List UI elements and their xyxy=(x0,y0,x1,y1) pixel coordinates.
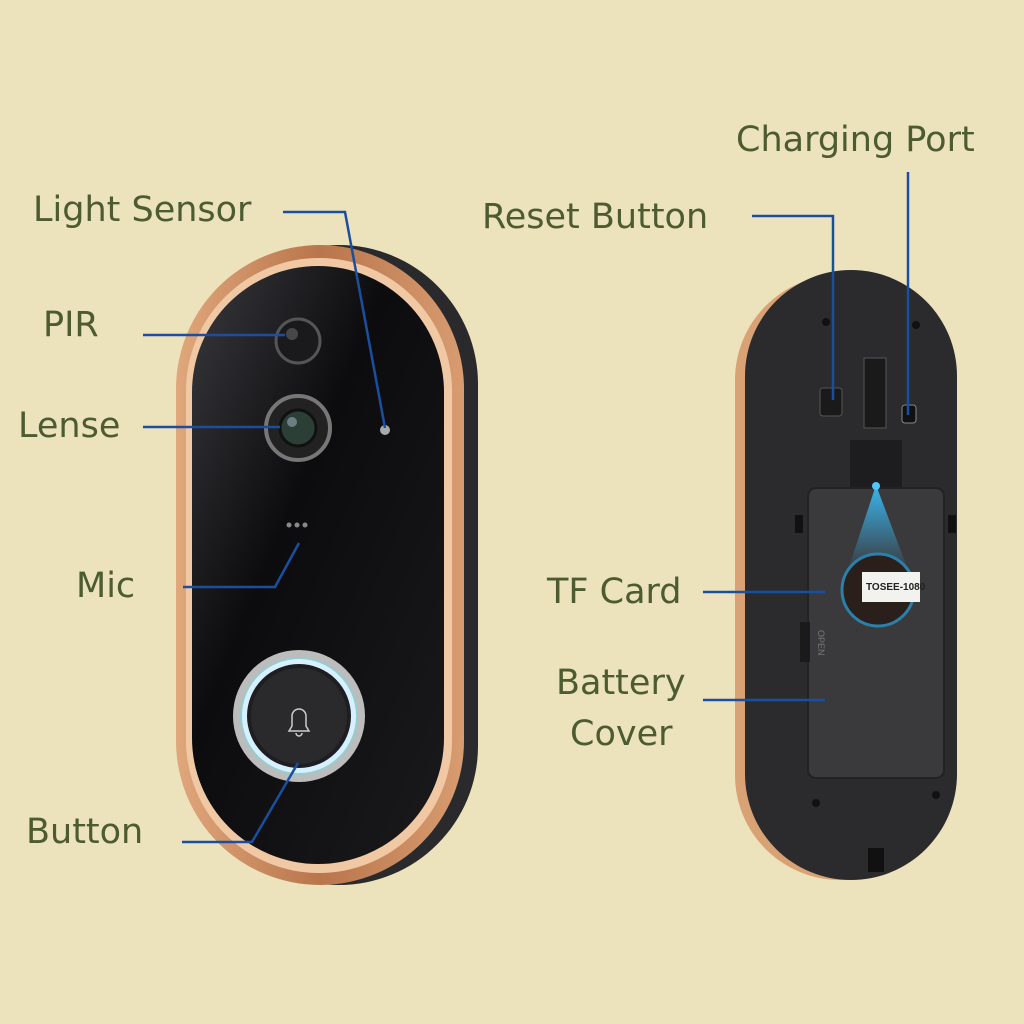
label-light-sensor: Light Sensor xyxy=(33,190,252,230)
line-light-sensor xyxy=(283,210,387,429)
label-button: Button xyxy=(26,812,144,852)
line-mic xyxy=(183,542,301,589)
bell-icon xyxy=(287,708,311,737)
front-doorbell xyxy=(176,245,478,885)
tf-card-highlight xyxy=(848,485,908,570)
label-lense: Lense xyxy=(18,406,121,446)
pir-sensor xyxy=(274,317,322,365)
label-pir: PIR xyxy=(43,305,99,345)
label-mic: Mic xyxy=(76,566,136,606)
label-reset-button: Reset Button xyxy=(482,197,709,237)
label-tf-card: TF Card xyxy=(547,572,682,612)
reset-button-hole xyxy=(819,387,843,417)
leader-lines xyxy=(143,172,910,844)
tf-card-sticker: TOSEE-1080 xyxy=(866,582,926,593)
label-charging-port: Charging Port xyxy=(736,120,975,160)
light-sensor-dot xyxy=(380,425,390,435)
back-doorbell: TOSEE-1080 OPEN xyxy=(735,270,957,880)
label-battery-cover-line2: Cover xyxy=(570,714,673,754)
mic-holes xyxy=(286,522,308,528)
line-reset-button xyxy=(752,214,835,400)
label-battery-cover-line1: Battery xyxy=(556,663,686,703)
battery-open-text: OPEN xyxy=(816,630,826,656)
line-button xyxy=(182,762,300,844)
